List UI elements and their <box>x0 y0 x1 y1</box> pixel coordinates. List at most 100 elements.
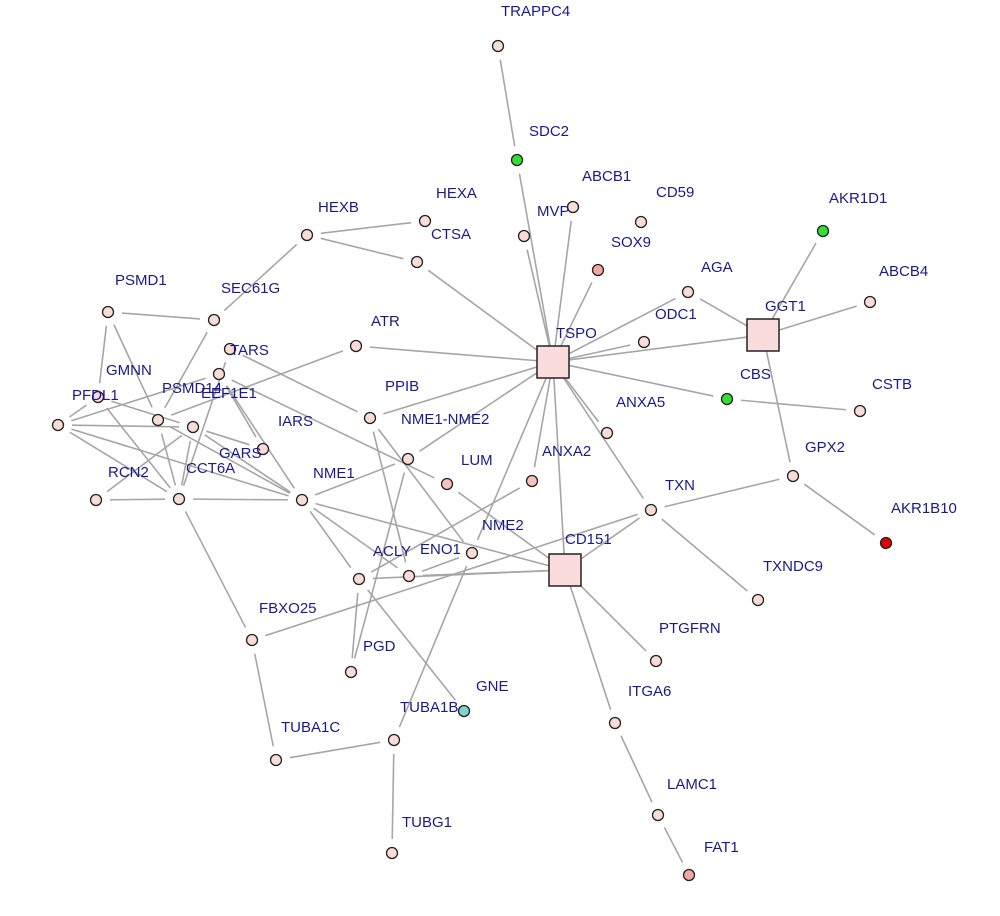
node-label-sdc2: SDC2 <box>529 123 569 140</box>
node-trappc4[interactable] <box>491 39 505 53</box>
node-label-cd59: CD59 <box>656 184 694 201</box>
node-gne[interactable] <box>457 704 471 718</box>
node-lum[interactable] <box>440 477 454 491</box>
node-nme1[interactable] <box>295 493 309 507</box>
node-tuba1b[interactable] <box>387 733 401 747</box>
node-gpx2[interactable] <box>786 469 800 483</box>
node-psmd14[interactable] <box>151 413 165 427</box>
node-label-cct6a: CCT6A <box>186 460 235 477</box>
node-hexb[interactable] <box>300 228 314 242</box>
edge-tspo-ppib <box>383 365 540 415</box>
node-label-acly: ACLY <box>373 543 411 560</box>
edge-sdc2-tspo <box>518 173 552 349</box>
node-eno1[interactable] <box>352 572 366 586</box>
node-hexa[interactable] <box>418 214 432 228</box>
node-label-abcb1: ABCB1 <box>582 168 631 185</box>
node-label-tuba1c: TUBA1C <box>281 719 340 736</box>
node-nme1-nme2[interactable] <box>401 452 415 466</box>
node-tars[interactable] <box>223 342 237 356</box>
edge-psmd1-gmnn <box>98 325 108 384</box>
node-acly[interactable] <box>402 569 416 583</box>
node-label-nme2: NME2 <box>482 517 524 534</box>
node-label-pgd: PGD <box>363 638 396 655</box>
node-eef1e1[interactable] <box>186 420 200 434</box>
edge-eef1e1-iars <box>206 430 250 446</box>
node-label-cstb: CSTB <box>872 376 912 393</box>
node-label-txn: TXN <box>665 477 695 494</box>
node-nme2[interactable] <box>465 546 479 560</box>
node-ppib[interactable] <box>363 411 377 425</box>
node-cd151[interactable] <box>548 553 582 587</box>
edge-cd151-ptgfrn <box>574 579 647 652</box>
node-pgd[interactable] <box>344 665 358 679</box>
edge-nme1-nme1-nme2 <box>314 463 396 496</box>
node-cd59[interactable] <box>634 215 648 229</box>
edge-ggt1-abcb4 <box>776 305 857 332</box>
edge-layer <box>69 59 876 863</box>
node-gmnn[interactable] <box>91 390 105 404</box>
edge-cd151-itga6 <box>568 583 612 710</box>
node-label-hexb: HEXB <box>318 199 359 216</box>
node-txndc9[interactable] <box>751 593 765 607</box>
edge-fbxo25-tuba1c <box>253 653 275 747</box>
node-abcb4[interactable] <box>863 295 877 309</box>
node-sec61g[interactable] <box>207 313 221 327</box>
edge-ggt1-gpx2 <box>765 348 791 463</box>
node-cstb[interactable] <box>853 404 867 418</box>
node-label-ppib: PPIB <box>385 378 419 395</box>
node-label-sox9: SOX9 <box>611 234 651 251</box>
edge-gpx2-txn <box>664 478 780 508</box>
node-itga6[interactable] <box>608 716 622 730</box>
edge-gars-lum <box>231 379 435 479</box>
node-abcb1[interactable] <box>566 200 580 214</box>
node-tuba1c[interactable] <box>269 753 283 767</box>
node-tubg1[interactable] <box>385 846 399 860</box>
node-gars[interactable] <box>212 367 226 381</box>
node-lamc1[interactable] <box>651 808 665 822</box>
edge-cd151-lum <box>457 491 555 563</box>
node-sdc2[interactable] <box>510 153 524 167</box>
node-ctsa[interactable] <box>410 255 424 269</box>
node-ptgfrn[interactable] <box>649 654 663 668</box>
node-label-nme1-nme2: NME1-NME2 <box>401 411 489 428</box>
node-ggt1[interactable] <box>746 318 780 352</box>
node-anxa2[interactable] <box>525 474 539 488</box>
edge-aga-ggt1 <box>699 298 752 329</box>
edge-tuba1b-tubg1 <box>391 753 395 840</box>
node-anxa5[interactable] <box>600 426 614 440</box>
node-aga[interactable] <box>681 285 695 299</box>
node-cbs[interactable] <box>720 392 734 406</box>
edge-eef1e1-nme1 <box>204 434 291 493</box>
node-atr[interactable] <box>349 339 363 353</box>
node-sox9[interactable] <box>591 263 605 277</box>
node-cct6a[interactable] <box>172 492 186 506</box>
node-iars[interactable] <box>256 442 270 456</box>
node-label-atr: ATR <box>371 313 400 330</box>
edge-lamc1-fat1 <box>663 827 684 863</box>
node-odc1[interactable] <box>637 335 651 349</box>
edge-tspo-atr <box>369 346 540 362</box>
node-pfdn1[interactable] <box>51 418 65 432</box>
node-label-anxa2: ANXA2 <box>542 443 591 460</box>
edge-eno1-anxa2 <box>370 487 521 573</box>
node-rcn2[interactable] <box>89 493 103 507</box>
node-fbxo25[interactable] <box>245 633 259 647</box>
node-akr1d1[interactable] <box>816 224 830 238</box>
node-tspo[interactable] <box>536 345 570 379</box>
edge-tspo-aga <box>565 297 676 357</box>
node-label-hexa: HEXA <box>436 185 477 202</box>
edge-psmd1-sec61g <box>121 312 201 320</box>
node-label-psmd14: PSMD14 <box>162 380 222 397</box>
label-layer: TRAPPC4SDC2ABCB1MVPCD59SOX9AKR1D1HEXBHEX… <box>72 3 957 856</box>
node-psmd1[interactable] <box>101 305 115 319</box>
edge-mvp-tspo <box>526 249 551 349</box>
node-mvp[interactable] <box>517 229 531 243</box>
node-label-sec61g: SEC61G <box>221 280 280 297</box>
edge-nme2-acly <box>421 557 460 572</box>
node-akr1b10[interactable] <box>879 536 893 550</box>
node-label-tubg1: TUBG1 <box>402 814 452 831</box>
edge-cct6a-fbxo25 <box>184 511 247 628</box>
node-txn[interactable] <box>644 503 658 517</box>
edge-atr-psmd14 <box>170 350 344 416</box>
node-fat1[interactable] <box>682 868 696 882</box>
